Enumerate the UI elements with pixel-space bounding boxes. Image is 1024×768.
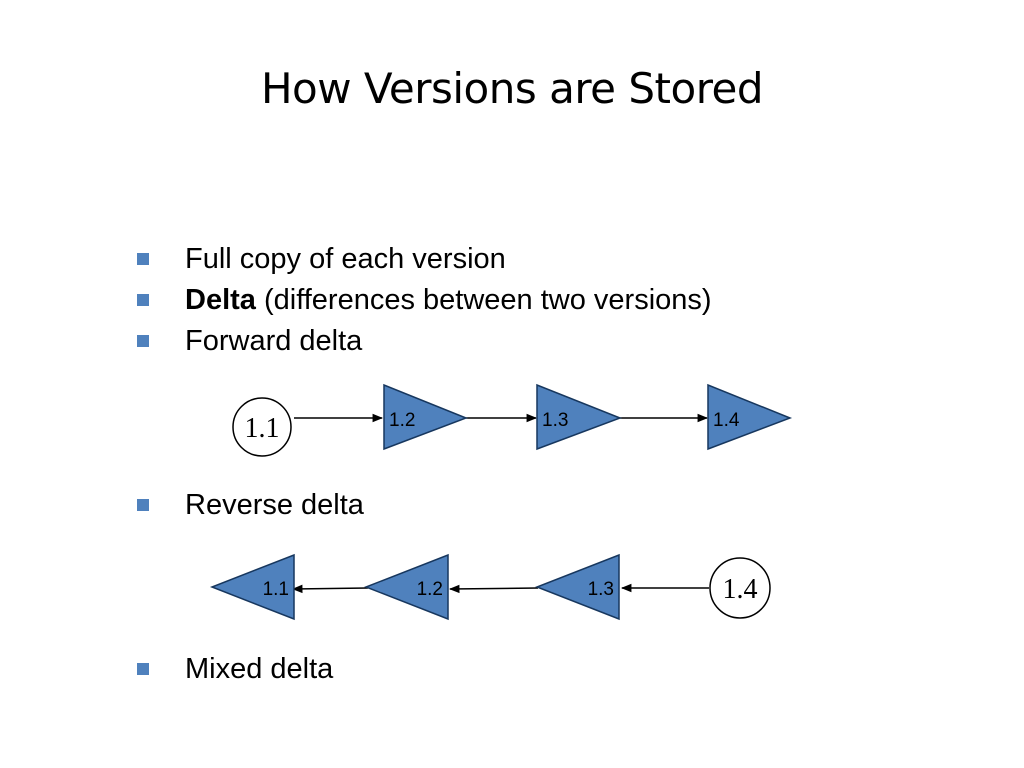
full-version-node — [709, 557, 771, 619]
bullet-delta: Delta (differences between two versions) — [137, 282, 712, 318]
delta-triangle — [383, 383, 469, 451]
full-version-node — [232, 397, 292, 457]
bullet-forward-delta: Forward delta — [137, 323, 362, 359]
bullet-square-icon — [137, 294, 149, 306]
delta-label: 1.2 — [389, 410, 415, 431]
reverse-arrow — [448, 584, 539, 594]
bullet-text: Delta (differences between two versions) — [185, 284, 712, 317]
forward-delta-diagram: 1.1 1.2 1.3 1.4 — [232, 383, 793, 457]
bullet-text: Full copy of each version — [185, 242, 506, 275]
bullet-square-icon — [137, 499, 149, 511]
reverse-delta-diagram: 1.1 1.2 1.3 1.4 — [209, 553, 771, 621]
delta-label: 1.3 — [588, 579, 614, 600]
delta-triangle — [209, 553, 295, 621]
bullet-full-copy: Full copy of each version — [137, 241, 506, 277]
bullet-square-icon — [137, 663, 149, 675]
full-version-label: 1.4 — [723, 574, 758, 605]
bullet-reverse-delta: Reverse delta — [137, 487, 364, 523]
delta-triangle — [534, 553, 620, 621]
delta-triangle — [536, 383, 623, 451]
delta-label: 1.2 — [417, 579, 443, 600]
bullet-text: Forward delta — [185, 324, 363, 357]
delta-label: 1.4 — [713, 410, 740, 431]
bullet-text: Reverse delta — [185, 488, 364, 521]
delta-triangle — [707, 383, 793, 451]
bullet-square-icon — [137, 335, 149, 347]
bullet-rest-text: (differences between two versions) — [255, 283, 712, 316]
delta-label: 1.3 — [542, 410, 568, 431]
delta-label: 1.1 — [263, 579, 289, 600]
full-version-label: 1.1 — [245, 413, 280, 444]
slide-title: How Versions are Stored — [260, 64, 764, 113]
bullet-mixed-delta: Mixed delta — [137, 651, 333, 687]
reverse-arrow — [291, 584, 369, 594]
bullet-square-icon — [137, 253, 149, 265]
delta-triangle — [363, 553, 449, 621]
bullet-text: Mixed delta — [185, 652, 334, 685]
bullet-bold-term: Delta — [185, 283, 256, 316]
